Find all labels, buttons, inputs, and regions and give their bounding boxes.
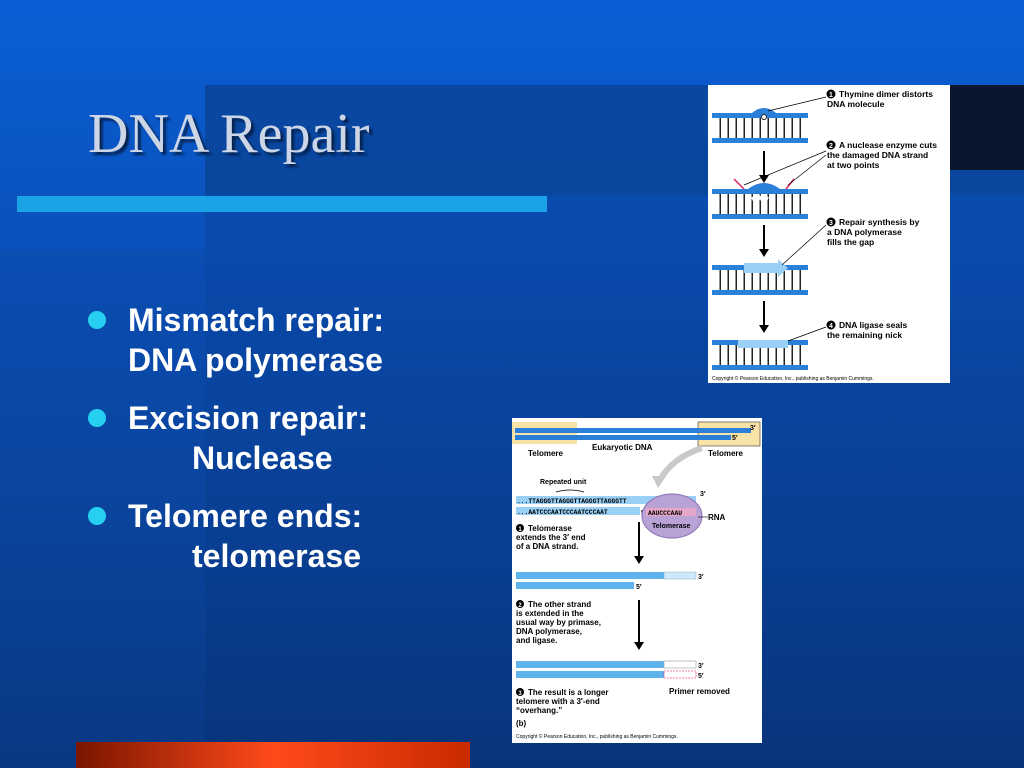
step-caption: the damaged DNA strand [827, 150, 928, 160]
bullet-text: Mismatch repair: [128, 302, 385, 338]
step-caption: DNA polymerase, [516, 627, 582, 636]
telomerase-label: Telomerase [652, 523, 690, 530]
telomere-label: Telomere [708, 449, 744, 458]
dna-sequence: ...AATCCCAATCCCAATCCCAAT [517, 509, 608, 516]
strand-end-label: 5′ [698, 673, 704, 680]
strand-end-label: 5′ [636, 584, 642, 591]
eukaryotic-dna-label: Eukaryotic DNA [592, 443, 653, 452]
dna-molecule-diagram [712, 108, 808, 143]
step-caption: The other strand [528, 600, 591, 609]
bullet-dot-icon [88, 409, 106, 427]
step-caption: at two points [827, 160, 880, 170]
step-caption: telomere with a 3′-end [516, 697, 600, 706]
bullet-item: Mismatch repair: DNA polymerase [88, 300, 508, 380]
step-caption: Telomerase [528, 524, 572, 533]
bullet-dot-icon [88, 311, 106, 329]
dna-molecule-diagram [712, 340, 808, 370]
strand-end-label: 3′ [698, 663, 704, 670]
step-caption: The result is a longer [528, 688, 608, 697]
step-caption: a DNA polymerase [827, 227, 902, 237]
step-caption: fills the gap [827, 237, 874, 247]
rna-sequence: AAUCCCAAU [648, 510, 682, 517]
step-caption: DNA molecule [827, 99, 885, 109]
bullet-list: Mismatch repair: DNA polymerase Excision… [88, 300, 508, 594]
telomere-label: Telomere [528, 449, 564, 458]
panel-label: (b) [516, 719, 527, 728]
step-caption: “overhang.” [516, 706, 562, 715]
step-caption: usual way by primase, [516, 618, 601, 627]
rna-label: RNA [708, 513, 726, 522]
dna-molecule-diagram [712, 259, 808, 295]
step-caption: Repair synthesis by [839, 217, 920, 227]
step-number-icon: 3 [518, 691, 522, 697]
step-number-icon: 4 [829, 323, 833, 330]
bullet-text: Nuclease [192, 440, 333, 476]
step-caption: extends the 3′ end [516, 533, 586, 542]
step-caption: is extended in the [516, 609, 584, 618]
step-caption: Thymine dimer distorts [839, 89, 933, 99]
copyright-text: Copyright © Pearson Education, Inc., pub… [712, 375, 874, 382]
step-number-icon: 1 [829, 92, 833, 99]
step-caption: and ligase. [516, 636, 557, 645]
bottom-accent-bar [76, 742, 470, 768]
strand-end-label: 5′ [732, 435, 738, 442]
step-caption: the remaining nick [827, 330, 902, 340]
strand-end-label: 3′ [750, 425, 756, 432]
telomere-figure: 3′ 5′ Telomere Eukaryotic DNA Telomere R… [512, 418, 762, 743]
step-caption: A nuclease enzyme cuts [839, 140, 937, 150]
dna-sequence: ...TTAGGGTTAGGGTTAGGGTTAGGGTT [517, 498, 627, 505]
slide-title: DNA Repair [88, 103, 370, 165]
bullet-item: Telomere ends: telomerase [88, 496, 508, 576]
background-corner-block [945, 85, 1024, 170]
primer-removed-label: Primer removed [669, 687, 730, 696]
bullet-text: telomerase [192, 538, 361, 574]
strand-end-label: 3′ [700, 491, 706, 498]
bullet-dot-icon [88, 507, 106, 525]
strand-end-label: 3′ [698, 574, 704, 581]
step-number-icon: 3 [829, 220, 833, 227]
step-number-icon: 1 [518, 527, 522, 533]
step-number-icon: 2 [518, 603, 522, 609]
bullet-text: DNA polymerase [128, 342, 383, 378]
bullet-item: Excision repair: Nuclease [88, 398, 508, 478]
copyright-text: Copyright © Pearson Education, Inc., pub… [516, 733, 678, 740]
dna-molecule-diagram [712, 178, 808, 219]
step-caption: of a DNA strand. [516, 542, 578, 551]
step-caption: DNA ligase seals [839, 320, 907, 330]
bullet-text: Telomere ends: [128, 498, 363, 534]
step-number-icon: 2 [829, 143, 833, 150]
bullet-text: Excision repair: [128, 400, 369, 436]
excision-repair-figure: 1 Thymine dimer distorts DNA molecule 2 … [708, 85, 950, 383]
title-underline-bar [17, 196, 547, 212]
repeated-unit-label: Repeated unit [540, 479, 587, 486]
